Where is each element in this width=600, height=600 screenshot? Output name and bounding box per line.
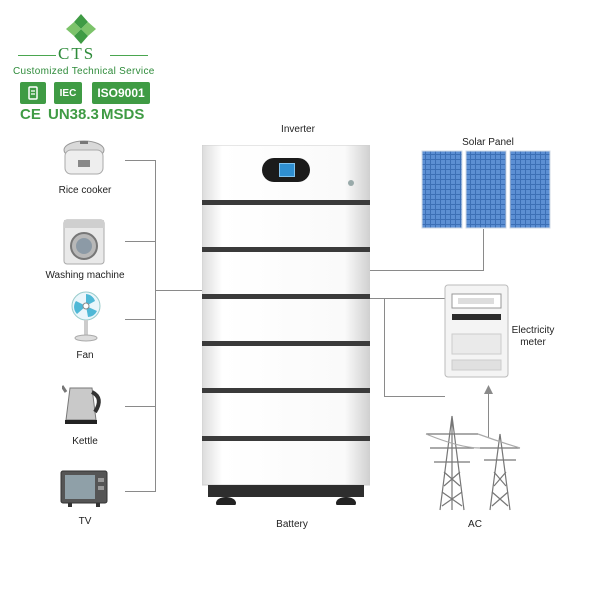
appliance-bus-line (155, 160, 156, 492)
label-electricity-meter: Electricity meter (511, 325, 555, 348)
brand-logo (64, 12, 98, 46)
brand-line-left (18, 55, 56, 56)
brand-line-right (110, 55, 148, 56)
wire-ac-up (488, 392, 489, 438)
washing-machine-icon (62, 218, 106, 266)
label-washing-machine: Washing machine (45, 270, 125, 281)
label-ac: AC (468, 519, 482, 530)
brand-subtitle: Customized Technical Service (13, 66, 155, 77)
arrow-up-icon (484, 385, 493, 394)
power-tower-icon (420, 412, 528, 512)
solar-panel-icon (421, 150, 551, 230)
msds-mark: MSDS (101, 106, 145, 123)
tv-icon (60, 470, 108, 508)
label-battery: Battery (276, 519, 308, 530)
iec-badge: IEC (54, 82, 82, 104)
rice-cooker-icon (60, 138, 108, 182)
inverter-display-icon (279, 163, 295, 177)
label-kettle: Kettle (72, 436, 98, 447)
label-fan: Fan (76, 350, 94, 361)
battery-stack (201, 144, 371, 509)
ce-mark: CE (20, 106, 41, 123)
brand-title: CTS (58, 44, 96, 63)
un383-mark: UN38.3 (48, 106, 99, 123)
wire-washing-machine (125, 241, 155, 242)
wire-tv (125, 491, 155, 492)
wire-inverter-meter-h (370, 298, 445, 299)
cts-logo-icon (66, 14, 96, 44)
label-tv: TV (78, 516, 92, 527)
fan-icon (66, 290, 106, 342)
iso-badge: ISO9001 (92, 82, 150, 104)
label-rice-cooker: Rice cooker (58, 185, 112, 196)
wire-meter-v (384, 298, 385, 396)
recycle-icon (28, 86, 38, 100)
recycle-badge (20, 82, 46, 104)
wire-kettle (125, 406, 155, 407)
wire-inverter-solar-h (370, 270, 483, 271)
label-inverter: Inverter (281, 124, 315, 135)
wire-bus-to-inverter (155, 290, 203, 291)
inverter-screen (262, 158, 310, 182)
wire-meter-down (384, 396, 445, 397)
wire-solar-v (483, 229, 484, 271)
kettle-icon (60, 378, 106, 426)
wire-fan (125, 319, 155, 320)
electricity-meter-icon (444, 284, 509, 378)
label-solar-panel: Solar Panel (462, 137, 514, 148)
power-button-icon (348, 180, 354, 186)
wire-rice-cooker (125, 160, 155, 161)
